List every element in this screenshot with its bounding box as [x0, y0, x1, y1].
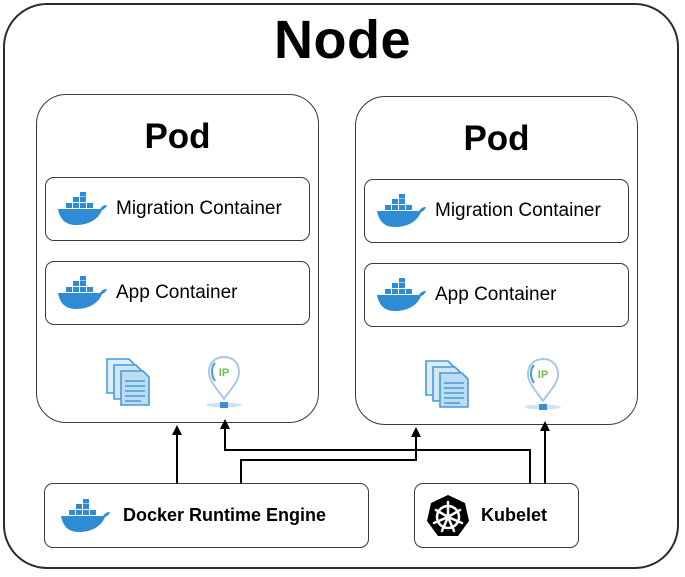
docker-whale-icon: [377, 278, 426, 311]
kubernetes-helm-icon: [427, 494, 469, 536]
docker-runtime-engine-box: Docker Runtime Engine: [44, 483, 369, 548]
ip-pin-icon: IP: [206, 355, 242, 408]
app-container-label: App Container: [116, 282, 238, 303]
pod-left: Pod Migration Container App Container: [36, 94, 319, 423]
node-container: [3, 3, 679, 569]
kubelet-label: Kubelet: [481, 505, 548, 525]
docker-runtime-engine-label: Docker Runtime Engine: [123, 505, 327, 525]
volume-documents-icon: [425, 360, 469, 408]
migration-container-box: Migration Container: [364, 179, 629, 243]
kubelet-box: Kubelet: [414, 483, 579, 548]
migration-container-label: Migration Container: [435, 200, 601, 221]
node-title: Node: [274, 10, 411, 70]
ip-pin-icon: IP: [525, 357, 561, 410]
app-container-box: App Container: [364, 263, 629, 327]
app-container-box: App Container: [45, 261, 310, 325]
docker-whale-icon: [377, 194, 426, 227]
volume-documents-icon: [106, 358, 150, 406]
ip-label: IP: [219, 367, 229, 379]
docker-whale-icon: [61, 498, 110, 532]
ip-label: IP: [538, 369, 548, 381]
docker-whale-icon: [58, 192, 107, 225]
docker-whale-icon: [58, 276, 107, 309]
pod-right: Pod Migration Container App Container: [355, 96, 638, 425]
migration-container-label: Migration Container: [116, 198, 282, 219]
pod-title: Pod: [463, 119, 530, 158]
pod-title: Pod: [144, 117, 211, 156]
migration-container-box: Migration Container: [45, 177, 310, 241]
app-container-label: App Container: [435, 284, 557, 305]
